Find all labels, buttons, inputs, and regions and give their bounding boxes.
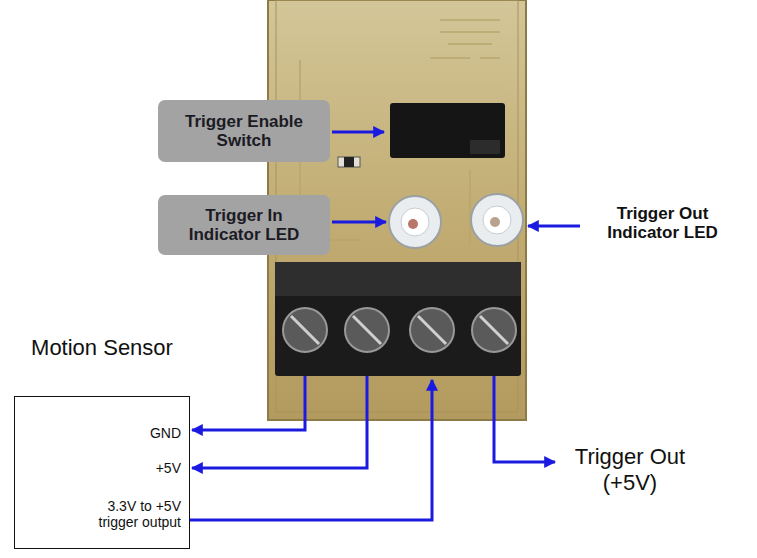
callout-label: Trigger Out Indicator LED — [580, 204, 745, 242]
wires — [190, 376, 555, 520]
pin-name: +5V — [77, 460, 181, 476]
led-die — [490, 217, 500, 227]
sensor-outline: GND +5V 3.3V to +5V trigger output — [14, 396, 190, 549]
smd-resistor-body — [344, 157, 354, 167]
pin-name: 3.3V to +5V trigger output — [77, 498, 181, 530]
sensor-box: Motion SensorGND +5V 3.3V to +5V trigger o… — [14, 335, 190, 549]
smd-resistor — [338, 157, 360, 167]
callout-text: Trigger In Indicator LED — [174, 206, 314, 244]
terminal-block-top — [275, 262, 521, 296]
terminal-screws — [283, 308, 516, 352]
led-lens — [401, 208, 429, 236]
trigger-out-led — [471, 194, 523, 246]
led-die — [408, 219, 418, 229]
signal-label: Trigger Out (+5V) — [560, 444, 700, 496]
pin-name: GND — [77, 425, 181, 441]
trigger-in-led — [389, 196, 441, 248]
switch-knob — [470, 140, 500, 154]
callout-box: Trigger In Indicator LED — [158, 195, 330, 255]
node-heading: Motion Sensor — [14, 335, 190, 360]
terminal-block — [275, 262, 521, 376]
slide-switch — [390, 103, 505, 158]
led-lens — [483, 206, 511, 234]
callout-text: Trigger Enable Switch — [174, 112, 314, 150]
callout-box: Trigger Enable Switch — [158, 100, 330, 162]
leader-arrows — [332, 132, 580, 226]
